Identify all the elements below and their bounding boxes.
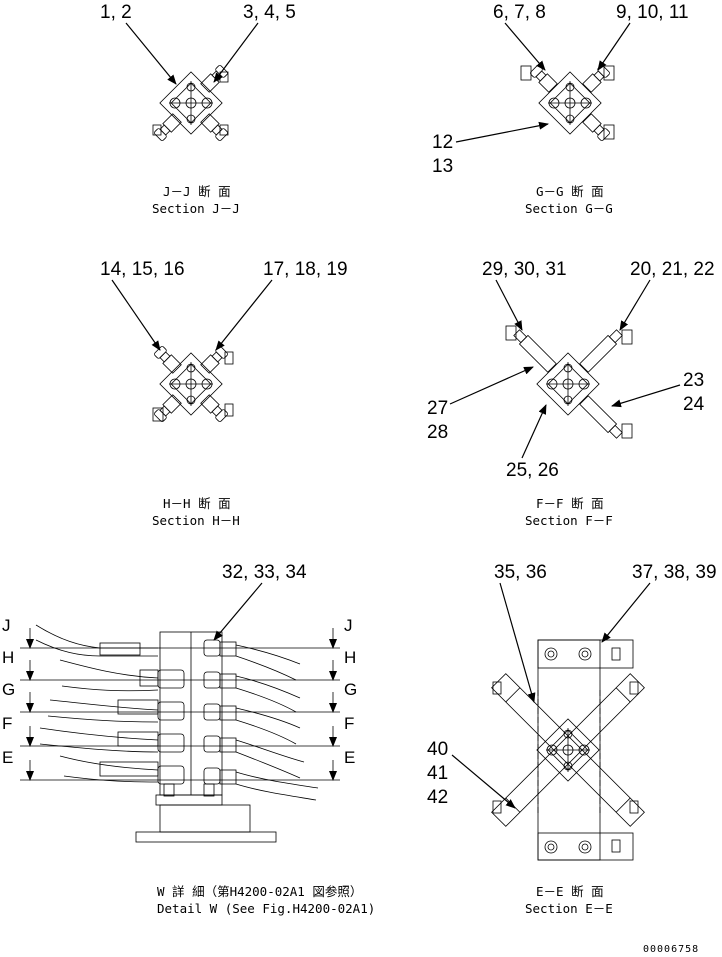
- callout-20-21-22: 20, 21, 22: [630, 259, 715, 280]
- callout-17-18-19: 17, 18, 19: [263, 259, 348, 280]
- detail-w-drawing: [20, 582, 340, 843]
- callout-25-26: 25, 26: [506, 460, 559, 481]
- callout-6-7-8: 6, 7, 8: [493, 2, 546, 23]
- section-letter-f-right: F: [344, 714, 354, 733]
- section-letter-e-right: E: [344, 748, 355, 767]
- callout-12: 12: [432, 132, 453, 153]
- section-letter-h-right: H: [344, 648, 356, 667]
- section-ff-caption-en: Section F－F: [525, 513, 613, 528]
- section-hh-drawing: [111, 279, 273, 423]
- callout-40: 40: [427, 739, 448, 760]
- callout-41: 41: [427, 763, 448, 784]
- section-letter-j-left: J: [2, 616, 11, 635]
- section-letter-j-right: J: [344, 616, 353, 635]
- callout-29-30-31: 29, 30, 31: [482, 259, 567, 280]
- section-letter-g-left: G: [2, 680, 15, 699]
- callout-32-33-34: 32, 33, 34: [222, 562, 307, 583]
- section-ee-caption-en: Section E－E: [525, 901, 613, 916]
- callout-3-4-5: 3, 4, 5: [243, 2, 296, 23]
- callout-14-15-16: 14, 15, 16: [100, 259, 185, 280]
- callout-28: 28: [427, 422, 448, 443]
- callout-9-10-11: 9, 10, 11: [616, 2, 689, 23]
- section-hh-caption-jp: H－H 断 面: [163, 496, 231, 511]
- section-jj-drawing: [125, 22, 259, 142]
- callout-35-36: 35, 36: [494, 562, 547, 583]
- section-ee-drawing: [451, 582, 651, 861]
- section-ee-caption-jp: E－E 断 面: [536, 884, 604, 899]
- section-hh-caption-en: Section H－H: [152, 513, 240, 528]
- section-ff-drawing: [449, 279, 681, 459]
- section-jj-caption-jp: J－J 断 面: [163, 184, 231, 199]
- callout-23: 23: [683, 370, 704, 391]
- detail-w-caption-jp: W 詳 細（第H4200-02A1 図参照）: [157, 884, 362, 899]
- callout-42: 42: [427, 787, 448, 808]
- section-gg-drawing: [455, 22, 631, 143]
- callout-37-38-39: 37, 38, 39: [632, 562, 717, 583]
- callout-1-2: 1, 2: [100, 2, 132, 23]
- section-jj-caption-en: Section J－J: [152, 201, 240, 216]
- drawing-number: 00006758: [643, 944, 699, 955]
- section-ff-caption-jp: F－F 断 面: [536, 496, 604, 511]
- detail-w-caption-en: Detail W (See Fig.H4200-02A1): [157, 901, 375, 916]
- section-letter-h-left: H: [2, 648, 14, 667]
- section-letter-f-left: F: [2, 714, 12, 733]
- callout-27: 27: [427, 398, 448, 419]
- section-gg-caption-jp: G－G 断 面: [536, 184, 604, 199]
- callout-24: 24: [683, 394, 705, 415]
- section-letter-e-left: E: [2, 748, 13, 767]
- section-gg-caption-en: Section G－G: [525, 201, 613, 216]
- callout-13: 13: [432, 156, 453, 177]
- section-letter-g-right: G: [344, 680, 357, 699]
